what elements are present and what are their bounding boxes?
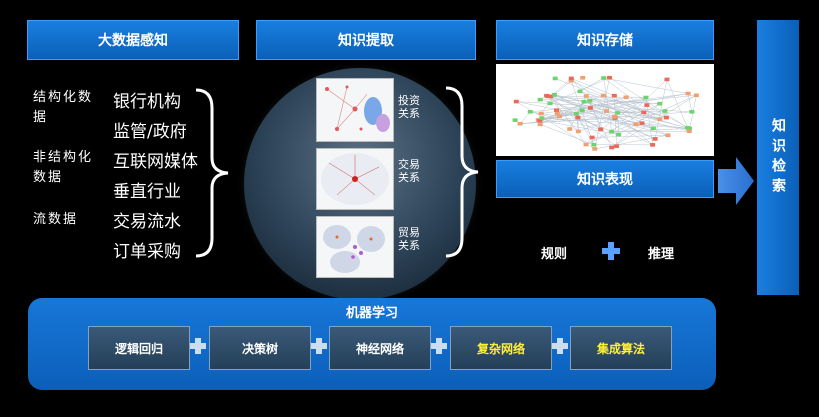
algo-decision-tree: 决策树 — [209, 326, 311, 370]
label-transaction-relation: 交易关系 — [398, 158, 420, 184]
header-big-data-perception: 大数据感知 — [27, 20, 239, 60]
header-knowledge-retrieval: 知识检索 — [757, 20, 799, 295]
source-orders: 订单采购 — [113, 242, 181, 262]
plus-icon — [431, 338, 447, 354]
source-internet-media: 互联网媒体 — [113, 152, 198, 172]
header-knowledge-extraction: 知识提取 — [256, 20, 476, 60]
label-trade-relation: 贸易关系 — [398, 226, 420, 252]
plus-icon — [311, 338, 327, 354]
label-rules: 规则 — [541, 247, 568, 262]
knowledge-graph-image — [496, 64, 714, 156]
investment-graph-thumbnail — [316, 78, 394, 142]
label-stream-data: 流数据 — [33, 212, 79, 227]
algo-logistic-regression: 逻辑回归 — [88, 326, 190, 370]
source-transactions: 交易流水 — [113, 212, 181, 232]
source-regulator: 监管/政府 — [113, 122, 187, 142]
label-structured-data: 结构化数据 — [33, 90, 94, 125]
sources-brace — [195, 88, 229, 258]
transaction-graph-thumbnail — [316, 148, 394, 210]
algo-complex-network: 复杂网络 — [450, 326, 552, 370]
algo-neural-network: 神经网络 — [329, 326, 431, 370]
source-vertical-industry: 垂直行业 — [113, 182, 181, 202]
algo-ensemble: 集成算法 — [570, 326, 672, 370]
header-knowledge-representation: 知识表现 — [496, 160, 714, 198]
machine-learning-title: 机器学习 — [345, 306, 398, 321]
source-bank: 银行机构 — [113, 92, 181, 112]
plus-icon — [602, 242, 620, 260]
extraction-brace — [445, 86, 479, 258]
label-reasoning: 推理 — [648, 247, 675, 262]
trade-graph-thumbnail — [316, 216, 394, 278]
arrow-right-icon — [718, 157, 754, 205]
label-investment-relation: 投资关系 — [398, 94, 420, 120]
plus-icon — [552, 338, 568, 354]
header-knowledge-storage: 知识存储 — [496, 20, 714, 60]
plus-icon — [190, 338, 206, 354]
label-unstructured-data: 非结构化数据 — [33, 150, 94, 185]
